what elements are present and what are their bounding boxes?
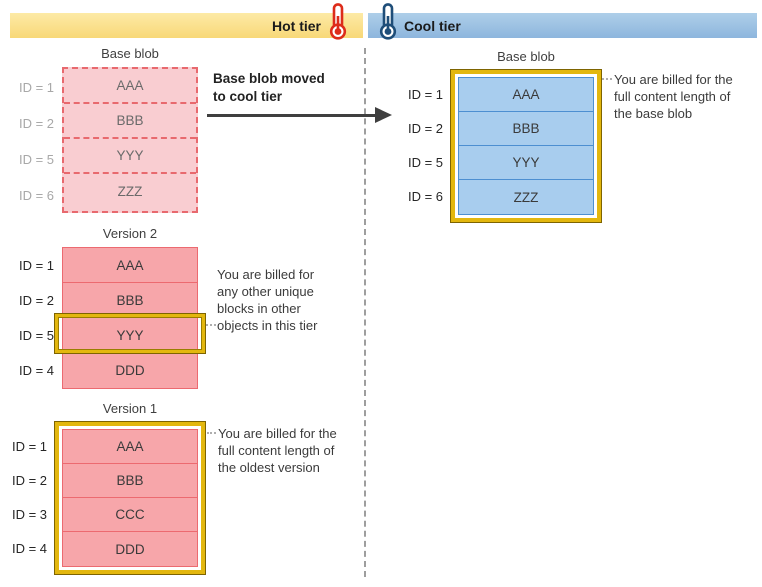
block-row: BBB	[459, 112, 593, 146]
block-row: BBB	[63, 464, 197, 498]
block-id-label: ID = 5	[18, 328, 54, 343]
block-id-label: ID = 1	[18, 258, 54, 273]
block-id-label: ID = 1	[407, 86, 443, 102]
version2-note-connector	[206, 324, 216, 326]
note-line: You are billed for	[217, 267, 315, 282]
hot-thermometer-icon	[329, 3, 347, 40]
cool-tier-label: Cool tier	[404, 17, 461, 34]
block-id-label: ID = 2	[18, 115, 54, 131]
hot-tier-label: Hot tier	[272, 17, 321, 34]
move-to-cool-note: Base blob moved to cool tier	[213, 70, 325, 106]
note-line: full content length of	[614, 89, 731, 104]
block-id-label: ID = 6	[18, 187, 54, 203]
cool-base-blob-ids: ID = 1 ID = 2 ID = 5 ID = 6	[396, 70, 451, 222]
move-arrow-line	[207, 114, 375, 117]
hot-version1-table: AAA BBB CCC DDD	[62, 429, 198, 567]
block-id-label: ID = 2	[18, 293, 54, 308]
block-row: YYY	[64, 139, 196, 174]
note-line: any other unique	[217, 284, 314, 299]
cool-tier-header: Cool tier	[368, 13, 757, 38]
move-note-line1: Base blob moved	[213, 71, 325, 86]
note-line: the oldest version	[218, 460, 320, 475]
block-id-label: ID = 2	[11, 472, 47, 488]
hot-version2-section: Version 2 ID = 1 ID = 2 ID = 5 ID = 4 AA…	[6, 226, 198, 389]
note-line: full content length of	[218, 443, 335, 458]
block-id-label: ID = 1	[11, 438, 47, 454]
block-row: DDD	[115, 363, 145, 378]
hot-version1-section: Version 1 ID = 1 ID = 2 ID = 3 ID = 4 AA…	[6, 401, 205, 574]
block-id-label: ID = 1	[18, 79, 54, 95]
cool-billing-note: You are billed for the full content leng…	[614, 71, 733, 122]
hot-base-blob-section: Base blob ID = 1 ID = 2 ID = 5 ID = 6 AA…	[6, 46, 198, 213]
hot-version2-ids: ID = 1 ID = 2 ID = 5 ID = 4	[6, 247, 62, 389]
block-id-label: ID = 5	[407, 154, 443, 170]
block-row: CCC	[63, 498, 197, 532]
block-row: AAA	[459, 78, 593, 112]
block-id-label: ID = 2	[407, 120, 443, 136]
version2-billing-note: You are billed for any other unique bloc…	[217, 266, 317, 334]
block-row: YYY	[63, 318, 197, 353]
block-row: AAA	[64, 69, 196, 104]
hot-base-blob-title: Base blob	[101, 46, 159, 61]
block-row: BBB	[64, 104, 196, 139]
hot-base-blob-ids: ID = 1 ID = 2 ID = 5 ID = 6	[6, 67, 62, 213]
version1-note-connector	[207, 432, 216, 434]
hot-version2-table: AAA BBB YYY DDD	[62, 247, 198, 389]
block-row: DDD	[115, 541, 145, 557]
block-row: YYY	[459, 146, 593, 180]
note-line: objects in this tier	[217, 318, 318, 333]
note-line: the base blob	[614, 106, 693, 121]
cool-base-blob-table: AAA BBB YYY ZZZ	[458, 77, 594, 215]
tier-divider-line	[364, 48, 366, 577]
block-row: ZZZ	[117, 184, 143, 199]
cool-note-connector	[602, 78, 612, 80]
hot-version2-title: Version 2	[102, 226, 158, 241]
hot-version1-ids: ID = 1 ID = 2 ID = 3 ID = 4	[6, 422, 55, 574]
note-line: blocks in other	[217, 301, 301, 316]
version1-billing-note: You are billed for the full content leng…	[218, 425, 337, 476]
cool-base-blob-section: Base blob ID = 1 ID = 2 ID = 5 ID = 6 AA…	[396, 49, 601, 222]
hot-tier-header: Hot tier	[10, 13, 363, 38]
block-id-label: ID = 6	[407, 188, 443, 204]
block-row: ZZZ	[513, 189, 539, 205]
hot-base-blob-table: AAA BBB YYY ZZZ	[62, 67, 198, 213]
block-row: BBB	[63, 283, 197, 318]
oldest-version-highlight-frame: AAA BBB CCC DDD	[55, 422, 205, 574]
cool-base-blob-title: Base blob	[497, 49, 555, 64]
move-note-line2: to cool tier	[213, 89, 283, 104]
block-row: AAA	[63, 248, 197, 283]
note-line: You are billed for the	[218, 426, 337, 441]
move-arrow-head	[375, 107, 392, 123]
note-line: You are billed for the	[614, 72, 733, 87]
block-row: AAA	[63, 430, 197, 464]
block-id-label: ID = 5	[18, 151, 54, 167]
block-id-label: ID = 4	[18, 363, 54, 378]
block-id-label: ID = 3	[11, 506, 47, 522]
block-id-label: ID = 4	[11, 540, 47, 556]
hot-version1-title: Version 1	[102, 401, 158, 416]
cool-base-blob-highlight-frame: AAA BBB YYY ZZZ	[451, 70, 601, 222]
cool-thermometer-icon	[379, 3, 397, 40]
